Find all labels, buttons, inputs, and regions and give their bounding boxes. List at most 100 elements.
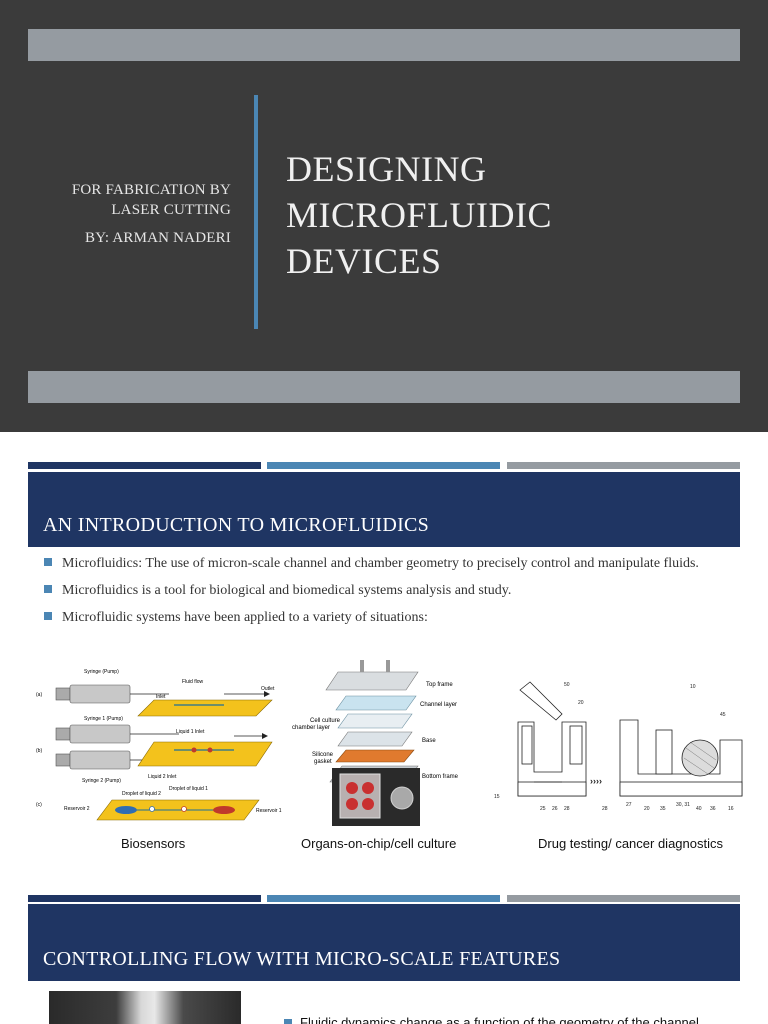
label-inlet: Inlet [156,694,166,700]
label-reservoir-1: Reservoir 1 [256,808,282,814]
top-decor-bar [28,29,740,61]
label-channel-layer: Channel layer [420,702,457,708]
screw-icon [360,660,364,672]
pipette-icon [519,681,563,721]
bullet-item: Microfluidic systems have been applied t… [44,608,704,627]
label-50: 50 [564,682,570,688]
author-line: BY: ARMAN NADERI [84,230,231,246]
label-droplet-2: Droplet of liquid 2 [122,791,161,797]
syringe-2-plunger [55,753,71,767]
base-plate [337,731,413,747]
title-line-1: DESIGNING [286,149,487,189]
label-28: 28 [564,806,570,812]
panel-c-label: (c) [36,802,42,808]
gasket-plate [335,749,415,763]
arrow-icon: ›››› [590,776,602,786]
label-base: Base [422,738,436,744]
slide3-divider-strips [28,895,740,902]
subtitle-line-2: LASER CUTTING [111,202,231,218]
label-fluid-flow: Fluid flow [182,679,204,685]
title-slide: FOR FABRICATION BY LASER CUTTING BY: ARM… [0,0,768,432]
strip-blue [267,462,500,469]
caption-biosensors: Biosensors [121,836,186,851]
device-base [619,781,743,797]
syringe-1-plunger [55,727,71,741]
strip-gray [507,895,740,902]
label-syringe-1: Syringe 1 (Pump) [84,716,123,722]
label-cell-culture: Cell culture [310,718,341,724]
arrow-icon [262,733,268,739]
device-chip-photo [339,773,381,819]
label-40: 40 [696,806,702,812]
subtitle-block: FOR FABRICATION BY LASER CUTTING BY: ARM… [1,180,231,248]
biosensors-diagram: (a) Syringe (Pump) Fluid flow Outlet Inl… [36,669,282,821]
bullet-text: Fluidic dynamics change as a function of… [300,1015,699,1024]
droplet-mark [207,747,213,753]
strip-blue [267,895,500,902]
strip-navy [28,895,261,902]
syringe-2-barrel [69,750,131,770]
label-45: 45 [720,712,726,718]
label-chamber-layer: chamber layer [292,725,330,731]
title-line-2: MICROFLUIDIC [286,195,553,235]
label-reservoir-2: Reservoir 2 [64,806,90,812]
label-26: 26 [552,806,558,812]
slide-title: DESIGNING MICROFLUIDIC DEVICES [286,146,552,284]
channel-photo [49,991,241,1024]
bullet-square-icon [44,585,52,593]
bullet-square-icon [284,1019,292,1024]
slide3-bullet: Fluidic dynamics change as a function of… [284,1015,699,1024]
bullet-item: Microfluidics: The use of micron-scale c… [44,554,704,573]
syringe-plunger [55,687,71,701]
syringe-barrel [69,684,131,704]
right-well-wall [569,725,583,765]
arrow-icon [264,691,270,697]
chamber-mark [362,782,374,794]
label-28b: 28 [602,806,608,812]
label-syringe-2: Syringe 2 (Pump) [82,778,121,784]
slide3-header: CONTROLLING FLOW WITH MICRO-SCALE FEATUR… [28,904,740,981]
device-base [517,781,587,797]
droplet-mark [191,747,197,753]
label-liquid-1-inlet: Liquid 1 Inlet [176,729,205,735]
coin-icon [390,786,414,810]
label-liquid-2-inlet: Liquid 2 Inlet [148,774,177,780]
strip-gray [507,462,740,469]
chip-b [137,741,273,767]
label-30: 30, 31 [676,802,690,808]
bullet-square-icon [44,558,52,566]
title-divider-line [254,95,258,329]
reservoir-2-mark [115,806,137,814]
label-10: 10 [690,684,696,690]
panel-b-label: (b) [36,748,42,754]
label-bottom-frame: Bottom frame [422,774,459,780]
label-droplet-1: Droplet of liquid 1 [169,786,208,792]
screw-icon [386,660,390,672]
slide2-heading: AN INTRODUCTION TO MICROFLUIDICS [43,514,430,536]
chamber-mark [346,798,358,810]
label-16: 16 [728,806,734,812]
well-wall [655,729,673,775]
chamber-layer-plate [337,713,413,729]
spheroid-hatch [683,741,717,775]
chamber-mark [346,782,358,794]
strip-navy [28,462,261,469]
slide2-header: AN INTRODUCTION TO MICROFLUIDICS [28,472,740,547]
bullet-item: Microfluidics is a tool for biological a… [44,581,704,600]
label-27: 27 [626,802,632,808]
label-20: 20 [578,700,584,706]
bullet-text: Microfluidics is a tool for biological a… [62,583,512,598]
slide3-heading: CONTROLLING FLOW WITH MICRO-SCALE FEATUR… [43,948,561,970]
title-line-3: DEVICES [286,241,442,281]
top-frame-plate [325,671,419,691]
chamber-mark [362,798,374,810]
channel-layer-plate [335,695,417,711]
label-syringe-pump: Syringe (Pump) [84,669,119,675]
syringe-1-barrel [69,724,131,744]
bullet-text: Microfluidic systems have been applied t… [62,610,428,625]
chip-a [137,699,273,717]
left-well-wall [521,725,533,765]
label-gasket: gasket [314,759,332,765]
slide2-divider-strips [28,462,740,469]
bullet-square-icon [44,612,52,620]
